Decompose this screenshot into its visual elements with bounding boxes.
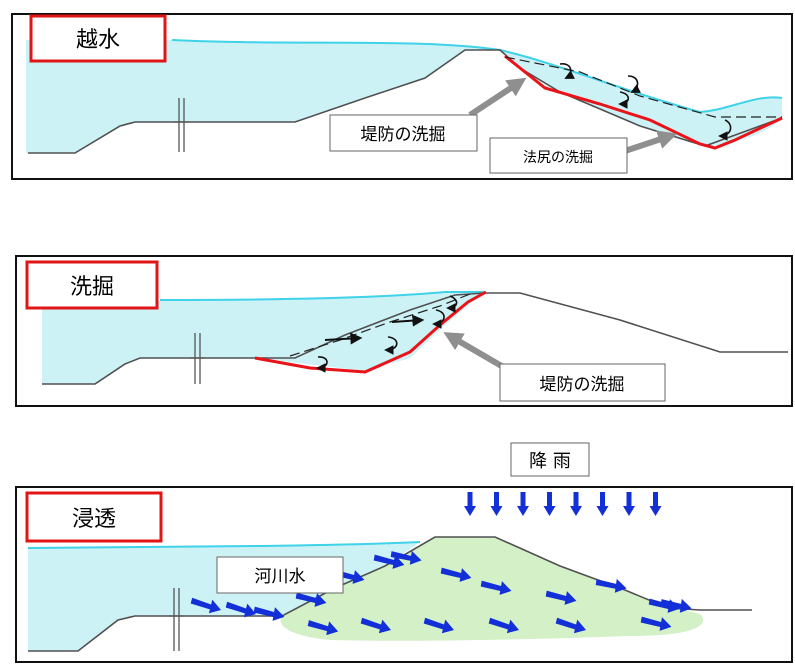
seepage-arrow-icon	[307, 620, 339, 636]
scour-title: 洗掘	[70, 275, 114, 300]
river-water-label: 河川水	[255, 567, 306, 587]
seepage-arrow-icon	[295, 592, 327, 607]
rain-arrow-icon	[649, 492, 662, 516]
seepage-bridge-pier-icon	[169, 588, 184, 651]
overflow-water-body	[26, 40, 782, 153]
flow-arrow-icon	[391, 314, 425, 327]
overflow-title: 越水	[76, 28, 120, 53]
rain-arrow-icon	[543, 492, 556, 516]
seepage-arrow-icon	[488, 617, 520, 634]
panel-seepage: 降 雨 河川水 浸透	[15, 442, 793, 663]
overflow-bridge-pier-icon	[174, 98, 189, 152]
eddy-icon	[718, 119, 732, 141]
scour-water-body	[42, 292, 485, 384]
overflow-erosion-line	[504, 54, 783, 150]
scour-callout-arrow	[443, 332, 507, 371]
eddy-icon	[384, 336, 398, 355]
panel-scour: 堤防の洗掘 洗掘	[15, 255, 793, 407]
seepage-arrow-icon	[373, 554, 405, 569]
overflow-callout-levee-scour: 堤防の洗掘	[361, 125, 446, 145]
seepage-arrow-icon	[440, 567, 472, 582]
eddy-icon	[627, 75, 642, 93]
rain-arrow-icon	[623, 492, 635, 516]
seepage-arrow-icon	[660, 598, 692, 613]
rain-arrow-icon	[464, 492, 476, 516]
seepage-arrow-icon	[423, 617, 455, 634]
seepage-water-surface	[27, 541, 421, 549]
overflow-levee-outline	[28, 49, 783, 154]
overflow-callout-box-levee	[329, 114, 478, 152]
seepage-arrow-icon	[225, 601, 257, 618]
scour-water-surface	[159, 291, 485, 301]
scour-bridge-pier-icon	[190, 333, 205, 384]
scour-callout-levee-scour: 堤防の洗掘	[540, 375, 625, 395]
rain-arrow-icon	[490, 492, 503, 516]
seepage-title-box	[25, 491, 163, 543]
seepage-arrow-icon	[390, 550, 422, 565]
flow-arrow-icon	[324, 332, 363, 345]
overflow-eddy-icons	[559, 63, 732, 141]
scour-erosion-line	[254, 290, 487, 374]
seepage-arrow-icon	[595, 578, 627, 593]
seepage-arrow-icon	[360, 617, 392, 634]
seepage-arrow-icon	[480, 580, 512, 595]
eddy-icon	[618, 91, 630, 109]
seepage-arrow-icon	[555, 617, 587, 634]
eddy-icon	[432, 309, 445, 329]
panel-overflow: 堤防の洗掘 法尻の洗掘 越水	[11, 13, 793, 180]
overflow-callout-arrow-toe	[624, 130, 678, 154]
rain-label-box	[510, 442, 590, 477]
seepage-arrow-icon	[190, 597, 222, 614]
overflow-title-box	[29, 14, 167, 63]
overflow-water-surface	[171, 39, 783, 114]
overflow-callout-toe-scour: 法尻の洗掘	[523, 150, 593, 166]
river-water-label-box	[216, 556, 344, 594]
scour-levee-outline	[42, 292, 788, 385]
seepage-flow-arrows	[190, 550, 692, 636]
rain-arrow-icon	[596, 492, 609, 516]
scour-flow-arrows	[324, 314, 425, 345]
rain-arrow-icon	[570, 492, 582, 516]
eddy-icon	[559, 63, 576, 79]
rain-arrow-icon	[517, 492, 529, 516]
scour-eddy-icons	[316, 295, 458, 373]
scour-title-box	[25, 260, 159, 310]
overflow-callout-box-toe	[489, 137, 628, 174]
seepage-arrow-icon	[253, 606, 285, 621]
rain-label: 降 雨	[529, 451, 571, 472]
scour-callout-box	[499, 363, 666, 402]
seepage-arrow-icon	[640, 616, 672, 631]
seepage-arrow-icon	[545, 590, 577, 605]
overflow-flow-line	[504, 56, 782, 118]
rain-arrows	[464, 492, 662, 516]
overflow-callout-arrow-levee	[468, 77, 527, 118]
seepage-title: 浸透	[72, 507, 116, 532]
eddy-icon	[316, 356, 328, 373]
eddy-icon	[446, 295, 458, 313]
scour-flow-line	[289, 293, 471, 357]
